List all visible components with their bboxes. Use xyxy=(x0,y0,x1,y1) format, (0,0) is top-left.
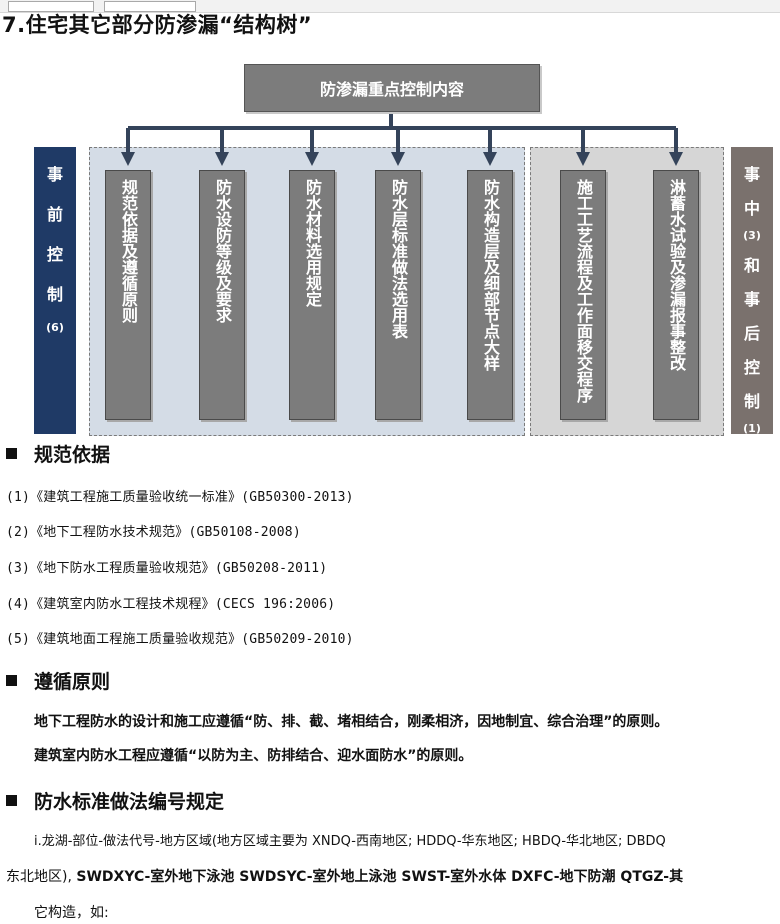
item-label: 规范依据及遵循原则 xyxy=(119,179,138,323)
item-box-standard-methods: 防水层标准做法选用表 xyxy=(375,170,421,420)
standard-ref: (1)《建筑工程施工质量验收统一标准》(GB50300-2013) xyxy=(6,490,354,505)
pre-control-label: 事 前 控 制 (6) xyxy=(34,147,76,434)
coding-text: 东北地区), xyxy=(6,869,72,885)
side-char: 后 xyxy=(743,324,760,343)
side-char: 控 xyxy=(743,358,760,377)
principle-underground: 地下工程防水的设计和施工应遵循“防、排、截、堵相结合，刚柔相济，因地制宜、综合治… xyxy=(34,714,669,730)
side-count: (6) xyxy=(46,321,64,334)
item-label: 防水材料选用规定 xyxy=(303,179,322,307)
principle-indoor: 建筑室内防水工程应遵循“以防为主、防排结合、迎水面防水”的原则。 xyxy=(34,748,473,764)
toolbar-field[interactable] xyxy=(104,1,196,12)
item-label: 施工工艺流程及工作面移交程序 xyxy=(574,179,593,403)
side-char: 和 xyxy=(743,256,760,275)
item-label: 淋蓄水试验及渗漏报事整改 xyxy=(667,179,686,371)
item-label: 防水层标准做法选用表 xyxy=(389,179,408,339)
item-box-materials: 防水材料选用规定 xyxy=(289,170,335,420)
standard-ref: (3)《地下防水工程质量验收规范》(GB50208-2011) xyxy=(6,561,328,576)
side-char: 事 xyxy=(46,165,63,184)
side-count: (1) xyxy=(743,422,761,435)
bullet-square-icon xyxy=(6,675,17,686)
section-title: 规范依据 xyxy=(34,444,111,466)
standard-ref: (5)《建筑地面工程施工质量验收规范》(GB50209-2010) xyxy=(6,632,354,647)
item-box-process: 施工工艺流程及工作面移交程序 xyxy=(560,170,606,420)
item-box-grade: 防水设防等级及要求 xyxy=(199,170,245,420)
page-title: 7.住宅其它部分防渗漏“结构树” xyxy=(2,13,313,37)
side-char: 制 xyxy=(743,392,760,411)
side-char: 中 xyxy=(743,199,760,218)
section-heading-principles: 遵循原则 xyxy=(6,667,110,694)
coding-rule-line-3: 它构造，如: xyxy=(34,905,109,921)
item-box-standards: 规范依据及遵循原则 xyxy=(105,170,151,420)
section-title: 遵循原则 xyxy=(34,671,111,693)
diagram-head: 防渗漏重点控制内容 xyxy=(244,64,540,112)
toolbar-strip xyxy=(0,0,780,13)
section-title: 防水标准做法编号规定 xyxy=(34,791,225,813)
bullet-square-icon xyxy=(6,448,17,459)
standard-ref: (4)《建筑室内防水工程技术规程》(CECS 196:2006) xyxy=(6,597,336,612)
side-count: (3) xyxy=(743,229,761,242)
section-heading-standards: 规范依据 xyxy=(6,440,110,467)
section-heading-coding: 防水标准做法编号规定 xyxy=(6,787,224,814)
item-box-water-test: 淋蓄水试验及渗漏报事整改 xyxy=(653,170,699,420)
standard-ref: (2)《地下工程防水技术规范》(GB50108-2008) xyxy=(6,525,301,540)
coding-rule-line-2: 东北地区), SWDXYC-室外地下泳池 SWDSYC-室外地上泳池 SWST-… xyxy=(6,866,683,886)
item-box-details: 防水构造层及细部节点大样 xyxy=(467,170,513,420)
side-char: 事 xyxy=(743,165,760,184)
connector-arrows xyxy=(121,111,683,166)
coding-rule-line-1: ⅰ.龙湖-部位-做法代号-地方区域(地方区域主要为 XNDQ-西南地区; HDD… xyxy=(34,834,666,849)
item-label: 防水构造层及细部节点大样 xyxy=(481,179,500,371)
side-char: 控 xyxy=(46,245,63,264)
side-char: 事 xyxy=(743,290,760,309)
toolbar-field[interactable] xyxy=(8,1,94,12)
bullet-square-icon xyxy=(6,795,17,806)
during-post-control-label: 事 中 (3) 和 事 后 控 制 (1) xyxy=(731,147,773,435)
structure-tree-diagram: 防渗漏重点控制内容 事 前 控 制 (6) 事 中 (3) 和 事 后 控 制 … xyxy=(0,0,780,440)
side-char: 制 xyxy=(46,285,63,304)
item-label: 防水设防等级及要求 xyxy=(213,179,232,323)
side-char: 前 xyxy=(46,205,63,224)
coding-codes: SWDXYC-室外地下泳池 SWDSYC-室外地上泳池 SWST-室外水体 DX… xyxy=(76,869,684,885)
